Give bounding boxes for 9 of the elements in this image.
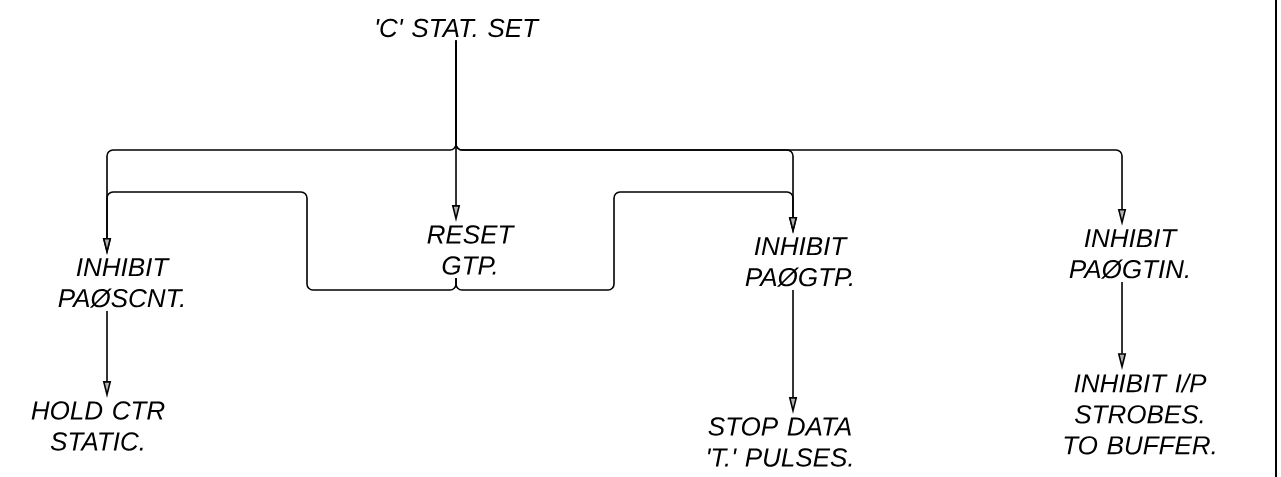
- arrow: [455, 191, 798, 291]
- step-text: RESET GTP.: [427, 225, 515, 275]
- step-text: INHIBIT PAØGTP.: [745, 237, 852, 287]
- step-text: INHIBIT PAØGTIN.: [1069, 229, 1188, 279]
- step-text: INHIBIT PAØSCNT.: [58, 258, 184, 308]
- step-text: HOLD CTR STATIC.: [31, 401, 165, 451]
- step-text: INHIBIT I/P STROBES. TO BUFFER.: [1064, 373, 1215, 455]
- step-text: STOP DATA 'T.' PULSES.: [708, 417, 852, 467]
- heading-text: 'C' STAT. SET: [376, 18, 540, 38]
